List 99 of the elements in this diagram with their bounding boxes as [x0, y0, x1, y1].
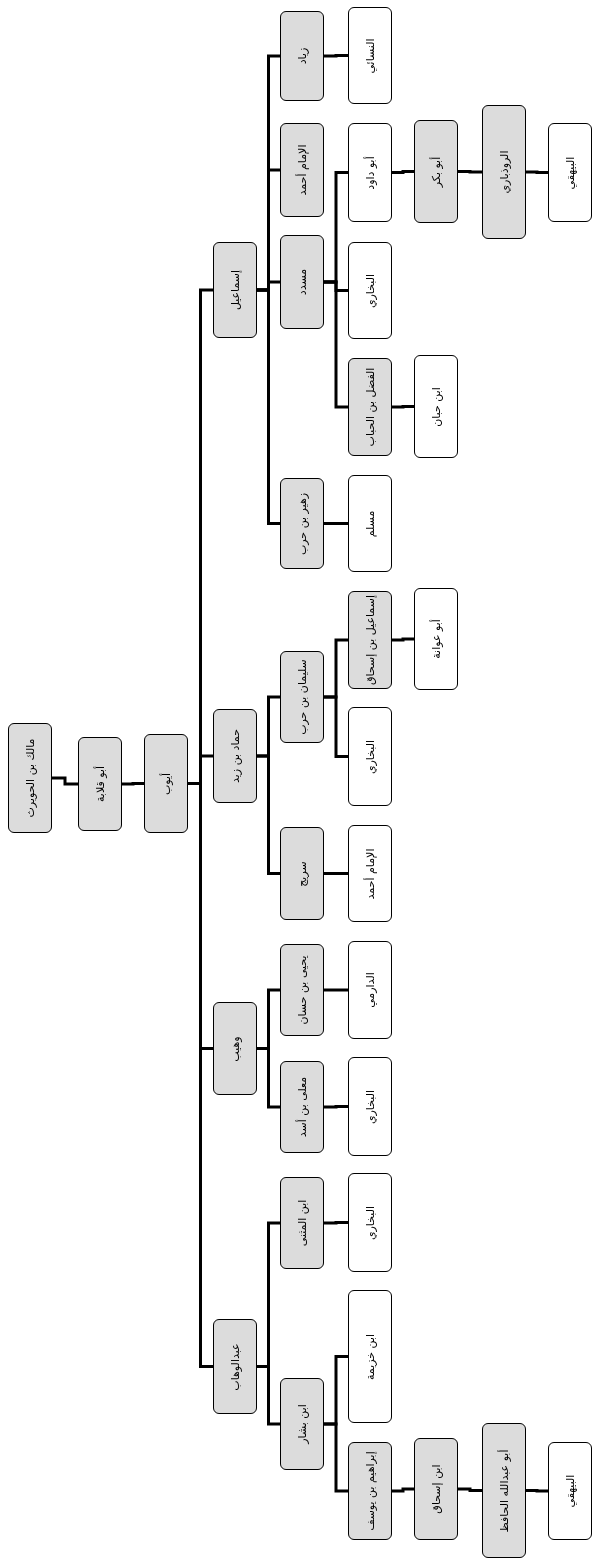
name-text: أبو قلابة: [93, 764, 107, 805]
name-box: [280, 1177, 324, 1269]
name-box: [348, 591, 392, 689]
name-box: [482, 105, 526, 239]
name-text: النسائي: [363, 36, 377, 76]
name-text: يحيى بن حسان: [295, 954, 309, 1027]
name-text: ابن حبان: [429, 385, 443, 429]
name-text: البخاري: [363, 1204, 377, 1242]
name-box: [482, 1423, 526, 1558]
connector-line: [324, 695, 348, 758]
connector-line: [324, 54, 348, 58]
name-text: ابن المثنى: [295, 1198, 309, 1249]
name-box: [414, 355, 458, 458]
name-box: [348, 242, 392, 339]
name-text: البخاري: [363, 272, 377, 310]
name-box: [280, 1378, 324, 1470]
name-box: [348, 1173, 392, 1272]
name-text: وهيب: [228, 1034, 242, 1064]
name-text: الإمام أحمد: [363, 847, 377, 901]
name-box: [414, 120, 458, 223]
name-text: ابن بشار: [295, 1403, 309, 1447]
name-text: أبو عوانة: [429, 618, 443, 661]
name-text: الإمام أحمد: [295, 143, 309, 198]
name-text: البخاري: [363, 738, 377, 776]
name-box: [348, 825, 392, 922]
name-text: مسلم: [363, 509, 377, 539]
name-text: مسدد: [295, 267, 309, 298]
name-box: [213, 1002, 257, 1095]
name-text: زهير بن حرب: [295, 491, 309, 557]
name-text: زياد: [295, 46, 309, 67]
connector-line: [392, 637, 414, 642]
name-text: الدارمي: [363, 971, 377, 1010]
connector-line: [324, 522, 348, 525]
name-box: [348, 1057, 392, 1156]
name-box: [280, 944, 324, 1036]
connector-line: [257, 754, 280, 875]
connector-line: [392, 405, 414, 409]
connector-line: [392, 1487, 414, 1493]
name-box: [280, 11, 324, 101]
connector-line: [324, 1105, 348, 1109]
name-text: الفضل بن الحباب: [363, 366, 377, 449]
name-box: [280, 123, 324, 217]
name-box: [78, 737, 122, 831]
name-box: [348, 123, 392, 222]
connector-line: [458, 1487, 482, 1492]
name-box: [348, 941, 392, 1039]
name-box: [213, 709, 257, 803]
name-box: [548, 123, 592, 222]
name-text: البخاري: [363, 1088, 377, 1126]
name-box: [280, 827, 324, 920]
name-text: أبو بكر: [429, 155, 443, 190]
name-text: البيهقي: [563, 1473, 577, 1510]
connector-line: [122, 782, 144, 786]
connector-line: [458, 170, 482, 174]
name-box: [280, 235, 324, 329]
name-box: [144, 734, 188, 833]
name-text: الروذباري: [497, 149, 511, 196]
name-text: إسماعيل بن إسحاق: [363, 595, 377, 685]
name-text: أبو داود: [363, 154, 377, 192]
connector-line: [257, 288, 280, 525]
connector-line: [324, 280, 348, 409]
name-text: أبو عبدالله الحافظ: [497, 1448, 511, 1534]
name-text: سليمان بن حرب: [295, 658, 309, 737]
connector-line: [526, 1489, 548, 1493]
name-text: ابن خزيمة: [363, 1332, 377, 1382]
name-box: [213, 242, 257, 338]
name-box: [8, 723, 52, 833]
connector-line: [257, 1047, 280, 1109]
name-box: [348, 707, 392, 806]
name-text: معلى بن أسد: [295, 1075, 309, 1140]
connector-line: [324, 872, 348, 875]
name-box: [280, 478, 324, 569]
connector-line: [52, 776, 78, 786]
name-text: ابن إسحاق: [429, 1463, 443, 1516]
name-text: إسماعيل: [228, 268, 242, 313]
connector-line: [526, 170, 548, 174]
connector-line: [324, 1221, 348, 1225]
name-box: [348, 1442, 392, 1540]
name-box: [348, 1290, 392, 1423]
name-text: أيوب: [159, 771, 173, 797]
name-text: مالك بن الحويرث: [23, 737, 37, 820]
name-text: سريج: [295, 859, 309, 889]
name-box: [280, 1061, 324, 1153]
connector-line: [324, 988, 348, 992]
name-text: إبراهيم بن يوسف: [363, 1450, 377, 1533]
name-box: [414, 1438, 458, 1540]
name-text: عبدالوهاب: [228, 1341, 242, 1393]
name-box: [213, 1319, 257, 1414]
name-box: [414, 588, 458, 690]
name-box: [348, 475, 392, 572]
name-box: [348, 7, 392, 104]
name-box: [548, 1442, 592, 1540]
connector-line: [392, 170, 414, 174]
name-text: البيهقي: [563, 155, 577, 191]
name-text: حماد بن زيد: [228, 728, 242, 785]
name-box: [280, 651, 324, 743]
name-box: [348, 358, 392, 456]
connector-line: [257, 1365, 280, 1426]
connector-line: [324, 1422, 348, 1493]
